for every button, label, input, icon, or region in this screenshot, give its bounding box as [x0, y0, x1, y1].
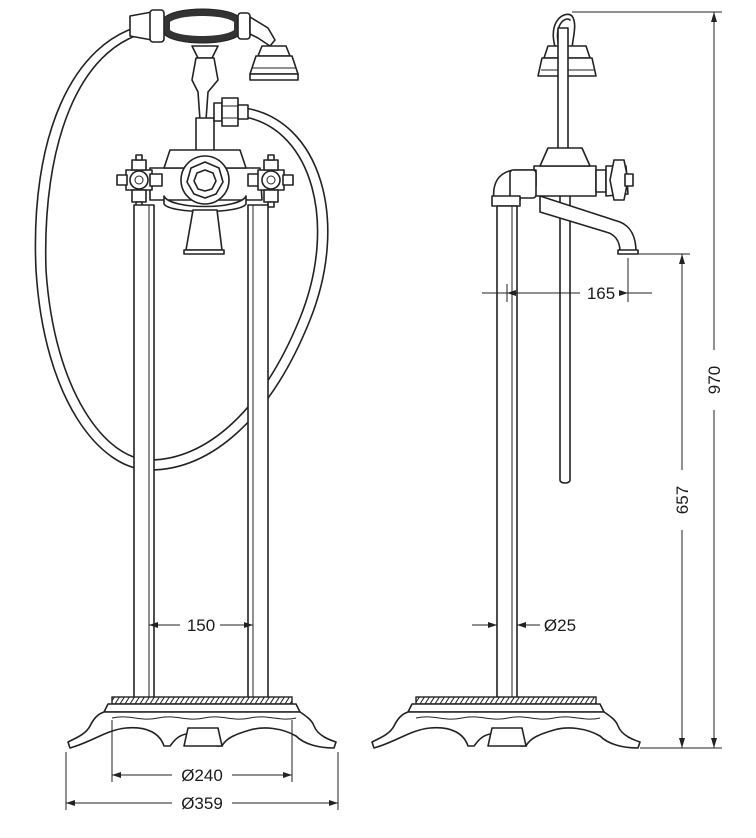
side-pipe	[496, 205, 518, 704]
side-hand-shower	[537, 13, 597, 484]
right-cross-handle	[247, 154, 294, 208]
dim-spout-height	[630, 253, 690, 749]
side-mixer-body	[491, 147, 639, 255]
label-spout-height: 657	[673, 486, 692, 514]
dim-base-inner	[111, 720, 293, 782]
label-spout-reach: 165	[587, 284, 615, 303]
front-view	[34, 8, 337, 749]
dim-total-height	[572, 11, 722, 749]
label-total-height: 970	[705, 366, 724, 394]
dim-base-outer	[65, 752, 339, 810]
supply-pipes	[133, 204, 269, 704]
dimension-lines	[65, 11, 722, 810]
dimension-labels: 150 Ø25 165 Ø240 Ø359 657 970	[181, 284, 724, 813]
dim-spout-reach	[482, 258, 652, 302]
hand-shower	[129, 8, 299, 121]
side-base	[371, 696, 641, 749]
label-base-outer: Ø359	[181, 794, 223, 813]
front-base	[67, 696, 337, 749]
left-cross-handle	[116, 154, 163, 208]
label-base-inner: Ø240	[181, 766, 223, 785]
dim-pipe-diameter	[472, 622, 540, 628]
dim-pipe-spacing	[148, 612, 254, 640]
side-view	[371, 13, 641, 749]
label-pipe-diameter: Ø25	[544, 616, 576, 635]
label-pipe-spacing: 150	[187, 616, 215, 635]
shower-hose	[34, 23, 329, 471]
mixer-body	[149, 149, 263, 255]
